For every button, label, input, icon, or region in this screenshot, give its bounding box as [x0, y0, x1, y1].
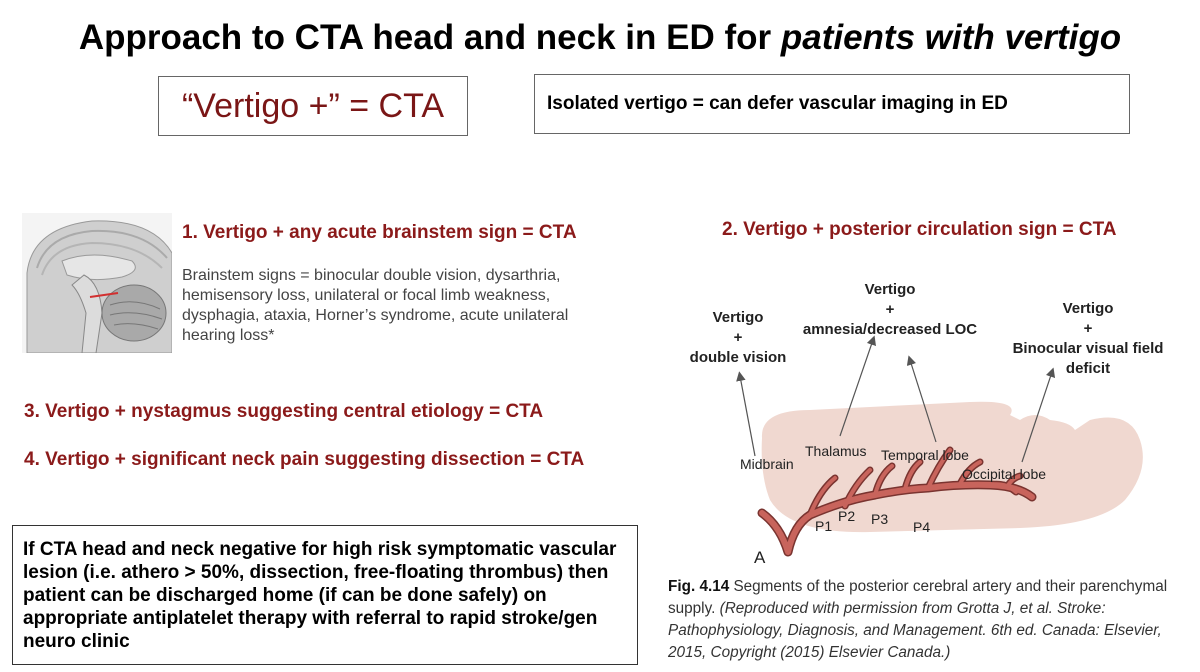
brain-sagittal-icon	[22, 213, 173, 354]
label-midbrain: Midbrain	[740, 456, 794, 472]
pca-diagram: Vertigo + double vision Vertigo + amnesi…	[670, 270, 1190, 580]
v1-line1: Vertigo	[713, 309, 764, 326]
label-p1: P1	[815, 518, 832, 534]
v3-line3: Binocular visual field	[1013, 340, 1164, 357]
rule-4-heading: 4. Vertigo + significant neck pain sugge…	[24, 449, 585, 470]
v3-line1: Vertigo	[1063, 300, 1114, 317]
caption-credit: (Reproduced with permission from Grotta …	[668, 600, 1162, 661]
v2-line1: Vertigo	[865, 281, 916, 298]
v3-line2: +	[1084, 320, 1093, 337]
label-temporal-lobe: Temporal lobe	[881, 447, 969, 463]
pca-diagram-svg: Vertigo + double vision Vertigo + amnesi…	[690, 281, 1164, 567]
arrow-occipital	[1021, 367, 1056, 463]
isolated-vertigo-box: Isolated vertigo = can defer vascular im…	[534, 74, 1130, 134]
rule-2-heading: 2. Vertigo + posterior circulation sign …	[722, 219, 1117, 240]
caption-fig-number: Fig. 4.14	[668, 578, 730, 595]
discharge-criteria-box: If CTA head and neck negative for high r…	[12, 525, 638, 665]
slide-title: Approach to CTA head and neck in ED for …	[78, 18, 1122, 57]
arrow-temporal	[906, 355, 937, 443]
v1-line2: +	[734, 329, 743, 346]
label-p3: P3	[871, 511, 888, 527]
vertigo-plus-box: “Vertigo +” = CTA	[158, 76, 468, 136]
v2-line2: +	[886, 301, 895, 318]
v3-line4: deficit	[1066, 360, 1110, 377]
arrow-midbrain	[736, 371, 756, 457]
rule-1-heading: 1. Vertigo + any acute brainstem sign = …	[182, 222, 577, 243]
rule-3-heading: 3. Vertigo + nystagmus suggesting centra…	[24, 401, 544, 422]
brain-illustration	[22, 213, 173, 354]
label-thalamus: Thalamus	[805, 443, 866, 459]
label-panel-a: A	[754, 548, 766, 567]
caption-text: Segments of the posterior cerebral arter…	[668, 578, 1168, 617]
label-p4: P4	[913, 519, 930, 535]
brainstem-signs-text: Brainstem signs = binocular double visio…	[182, 267, 569, 344]
arrow-thalamus	[839, 335, 876, 437]
figure-caption: Fig. 4.14 Segments of the posterior cere…	[668, 576, 1188, 664]
v2-line3: amnesia/decreased LOC	[803, 321, 977, 338]
v1-line3: double vision	[690, 349, 787, 366]
label-p2: P2	[838, 508, 855, 524]
label-occipital-lobe: Occipital lobe	[962, 466, 1046, 482]
posterior-cerebral-artery	[757, 446, 1037, 557]
